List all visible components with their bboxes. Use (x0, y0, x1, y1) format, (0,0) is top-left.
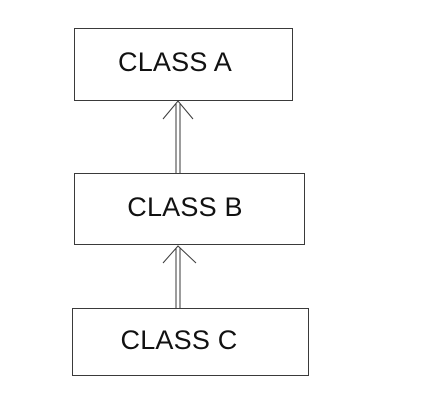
arrow-c-to-b-head (162, 245, 197, 264)
class-b-node: CLASS B (74, 173, 305, 245)
class-b-label: CLASS B (127, 191, 243, 222)
arrow-c-to-b (162, 245, 197, 308)
class-a-node: CLASS A (74, 28, 293, 101)
class-c-label: CLASS C (120, 324, 238, 355)
class-c-node: CLASS C (72, 308, 309, 376)
arrow-b-to-a-head (162, 100, 194, 120)
class-a-label: CLASS A (118, 47, 232, 77)
arrow-b-to-a (162, 100, 194, 173)
